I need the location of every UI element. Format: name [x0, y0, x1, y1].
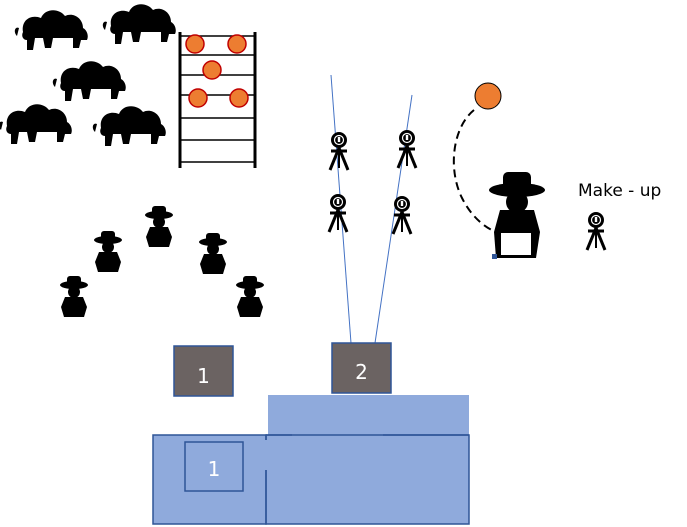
cowboy-silhouette-icon	[145, 206, 173, 247]
box-2-label: 2	[355, 360, 368, 384]
cowboy-silhouette-icon	[60, 276, 88, 317]
buffalo-icon	[14, 10, 88, 50]
buffalo-icon	[0, 104, 72, 144]
plate-rack	[178, 32, 257, 168]
tripod-target-icon	[396, 128, 418, 170]
plate-target-icon	[227, 34, 247, 54]
makeup-label: Make - up	[578, 181, 662, 201]
shooting-box-1-inside	[184, 441, 244, 492]
swinging-plate-target-icon	[474, 82, 502, 110]
plate-target-icon	[202, 60, 222, 80]
cowboy-silhouette-icon	[94, 231, 122, 272]
tripod-target-icon	[327, 192, 349, 234]
buffalo-icon	[102, 4, 176, 44]
shooting-box-2	[331, 342, 392, 394]
cowboy-silhouette-icon	[199, 233, 227, 274]
box-1-label: 1	[197, 364, 210, 388]
trajectory-path	[452, 109, 497, 233]
makeup-tripod-target-icon	[585, 210, 607, 252]
buffalo-icon	[92, 106, 166, 146]
tripod-target-icon	[391, 194, 413, 236]
shooting-box-1	[173, 345, 234, 397]
box-1-inside-label: 1	[207, 457, 221, 481]
plate-target-icon	[185, 34, 205, 54]
cowboy-with-box-target	[489, 172, 545, 259]
cowboy-silhouette-icon	[236, 276, 264, 317]
plate-target-icon	[229, 88, 249, 108]
tripod-target-icon	[328, 130, 350, 172]
plate-target-icon	[188, 88, 208, 108]
buffalo-icon	[52, 61, 126, 101]
